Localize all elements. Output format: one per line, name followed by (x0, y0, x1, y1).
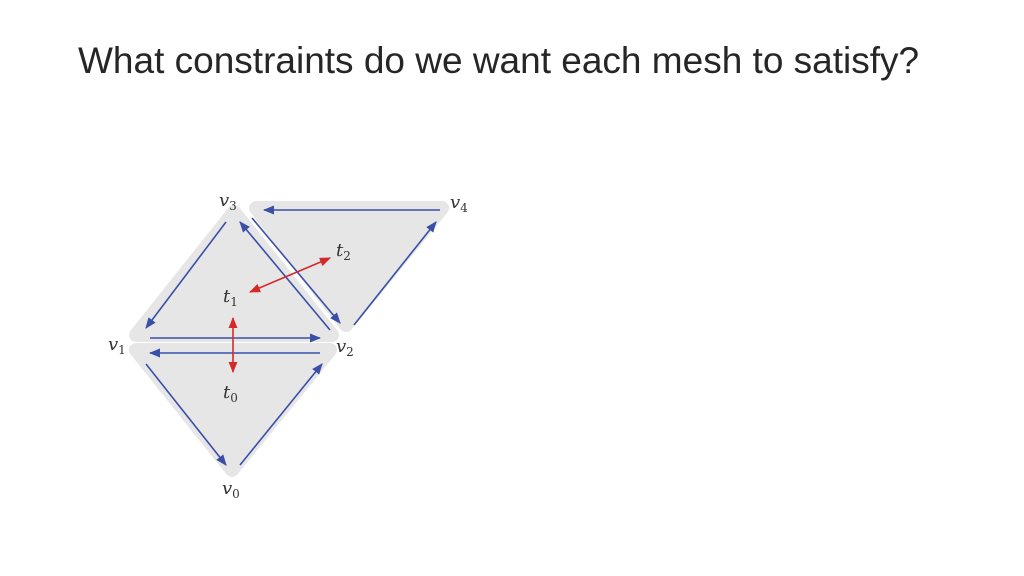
vertex-label-v4: v4 (450, 192, 468, 215)
slide-title: What constraints do we want each mesh to… (78, 40, 920, 81)
triangle-label-t1: t1 (223, 286, 238, 309)
halfedge-v1-v0 (145, 363, 227, 466)
halfedge-v3-v1 (145, 221, 227, 329)
vertex-label-v0: v0 (222, 478, 240, 501)
halfedge-v0-v2 (239, 363, 323, 466)
vertex-label-v1: v1 (108, 334, 126, 357)
triangle-label-t2: t2 (336, 240, 351, 263)
triangle-label-t0: t0 (223, 382, 238, 405)
halfedge-v2-v4 (353, 221, 437, 326)
vertex-label-v2: v2 (336, 336, 354, 359)
vertex-label-v3: v3 (219, 190, 237, 213)
adjacency-t1-t2 (248, 257, 332, 293)
